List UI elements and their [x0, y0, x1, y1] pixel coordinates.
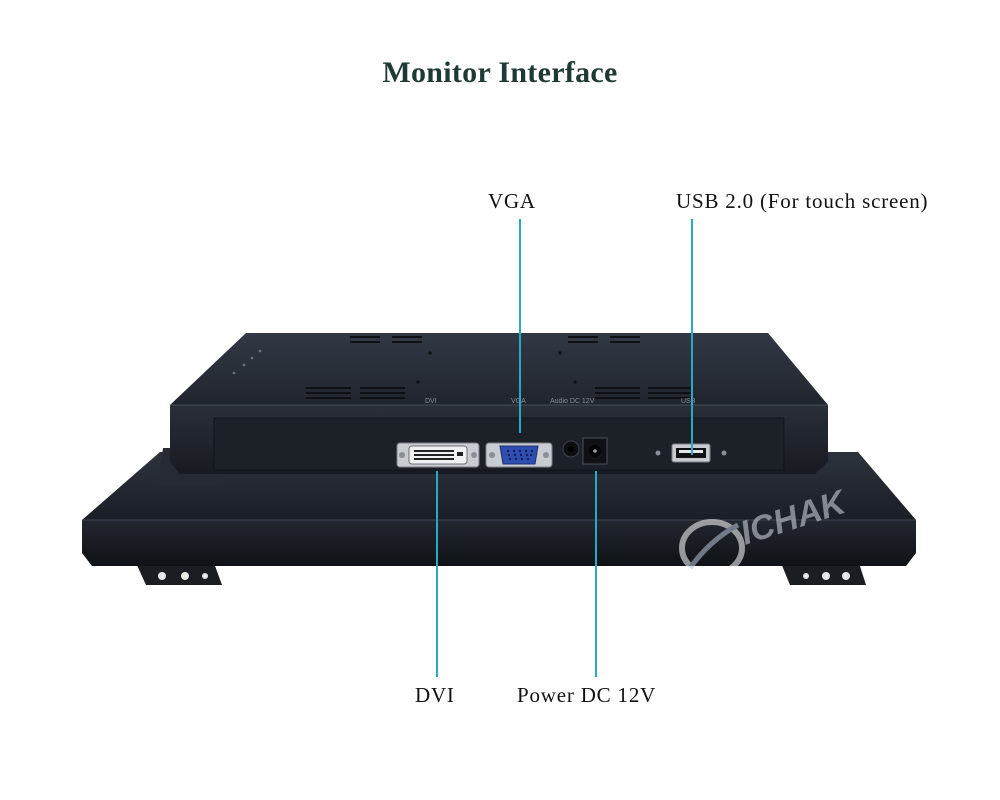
- mounting-foot-left: [136, 563, 222, 585]
- panel-label-dvi: DVI: [425, 398, 437, 405]
- ventilation-slots: [232, 336, 693, 399]
- dvi-port: [396, 442, 480, 468]
- dvi-callout-label: DVI: [415, 683, 455, 707]
- audio-jack: [562, 440, 580, 458]
- dvi-leader-line: [436, 471, 438, 677]
- dc-power-jack: [582, 437, 608, 465]
- usb-callout-label: USB 2.0 (For touch screen): [676, 189, 929, 213]
- vga-port: [485, 442, 553, 468]
- mounting-foot-right: [781, 563, 866, 585]
- panel-label-usb: USB: [681, 398, 696, 405]
- panel-label-vga: VGA: [511, 398, 526, 405]
- usb-leader-line: [691, 219, 693, 455]
- vga-leader-line: [519, 219, 521, 433]
- panel-labels: DVI VGA Audio DC 12V USB: [425, 398, 696, 405]
- vga-callout-label: VGA: [488, 189, 536, 213]
- panel-label-audio-dc: Audio DC 12V: [550, 398, 595, 405]
- power-callout-label: Power DC 12V: [517, 683, 657, 707]
- page-title: Monitor Interface: [382, 56, 618, 89]
- power-leader-line: [595, 471, 597, 677]
